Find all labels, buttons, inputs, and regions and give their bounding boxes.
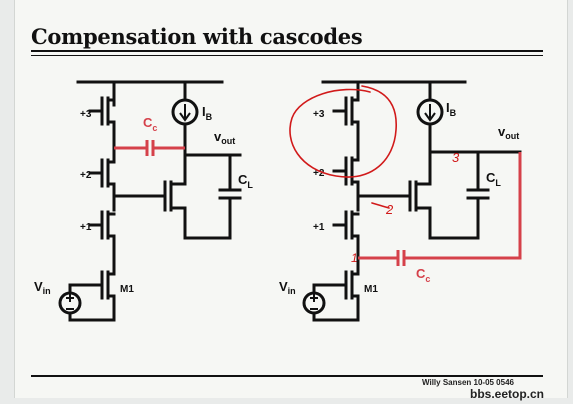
hand-label-3: 3	[452, 150, 460, 165]
right-cl-label: CL	[486, 170, 501, 188]
right-vout-label: vout	[498, 124, 519, 141]
hand-circle-cascode	[289, 85, 397, 178]
right-current-source	[416, 80, 444, 154]
slide-title: Compensation with cascodes	[31, 24, 363, 49]
right-compensation-capacitor	[358, 152, 522, 266]
left-circuit: +3 +2 +1 Vin M1 IB vout CL Cc	[34, 80, 253, 322]
left-vin-label: Vin	[34, 279, 51, 296]
left-load-capacitor	[183, 153, 242, 240]
right-ground-wire	[312, 294, 360, 322]
right-circuit: +3 +2 +1 Vin M1 IB vout CL Cc	[279, 80, 522, 322]
left-vout-label: vout	[214, 129, 235, 146]
right-second-stage-transistor	[408, 150, 432, 240]
left-ib-label: IB	[202, 104, 213, 122]
right-transistor-m3	[332, 156, 360, 186]
title-rule	[31, 50, 543, 52]
handwritten-annotations: 2 3 1	[289, 85, 460, 265]
left-compensation-capacitor	[114, 140, 185, 156]
right-ib-label: IB	[446, 100, 457, 118]
hand-label-2: 2	[385, 202, 394, 217]
right-cc-label: Cc	[416, 266, 430, 284]
watermark: bbs.eetop.cn	[470, 387, 545, 401]
left-bias1-label: +1	[80, 222, 92, 233]
left-m1-label: M1	[120, 284, 134, 295]
footer-rule	[31, 375, 543, 377]
right-vin-source	[302, 283, 326, 315]
right-vin-label: Vin	[279, 279, 296, 296]
left-transistor-m3	[88, 158, 116, 188]
left-bias3-label: +3	[80, 109, 92, 120]
right-bias2-label: +2	[313, 168, 325, 179]
left-current-source	[171, 80, 199, 157]
left-cc-label: Cc	[143, 115, 157, 133]
hand-label-1: 1	[351, 251, 358, 265]
right-transistor-m2	[332, 210, 360, 240]
left-transistor-m2	[88, 210, 116, 240]
left-transistor-m4	[88, 96, 116, 126]
left-ground-wire	[68, 294, 116, 322]
right-m1-label: M1	[364, 284, 378, 295]
right-bias3-label: +3	[313, 109, 325, 120]
title-rule-thin	[31, 55, 543, 56]
left-transistor-m1	[68, 270, 116, 300]
right-transistor-m4	[332, 96, 360, 126]
hand-arrow-2	[371, 202, 390, 209]
left-bias2-label: +2	[80, 170, 92, 181]
right-load-capacitor	[428, 150, 490, 240]
left-vin-source	[58, 283, 82, 315]
slide-credit: Willy Sansen 10-05 0546	[422, 378, 514, 387]
left-second-stage-transistor	[163, 153, 187, 240]
left-cl-label: CL	[238, 172, 253, 190]
right-bias1-label: +1	[313, 222, 325, 233]
